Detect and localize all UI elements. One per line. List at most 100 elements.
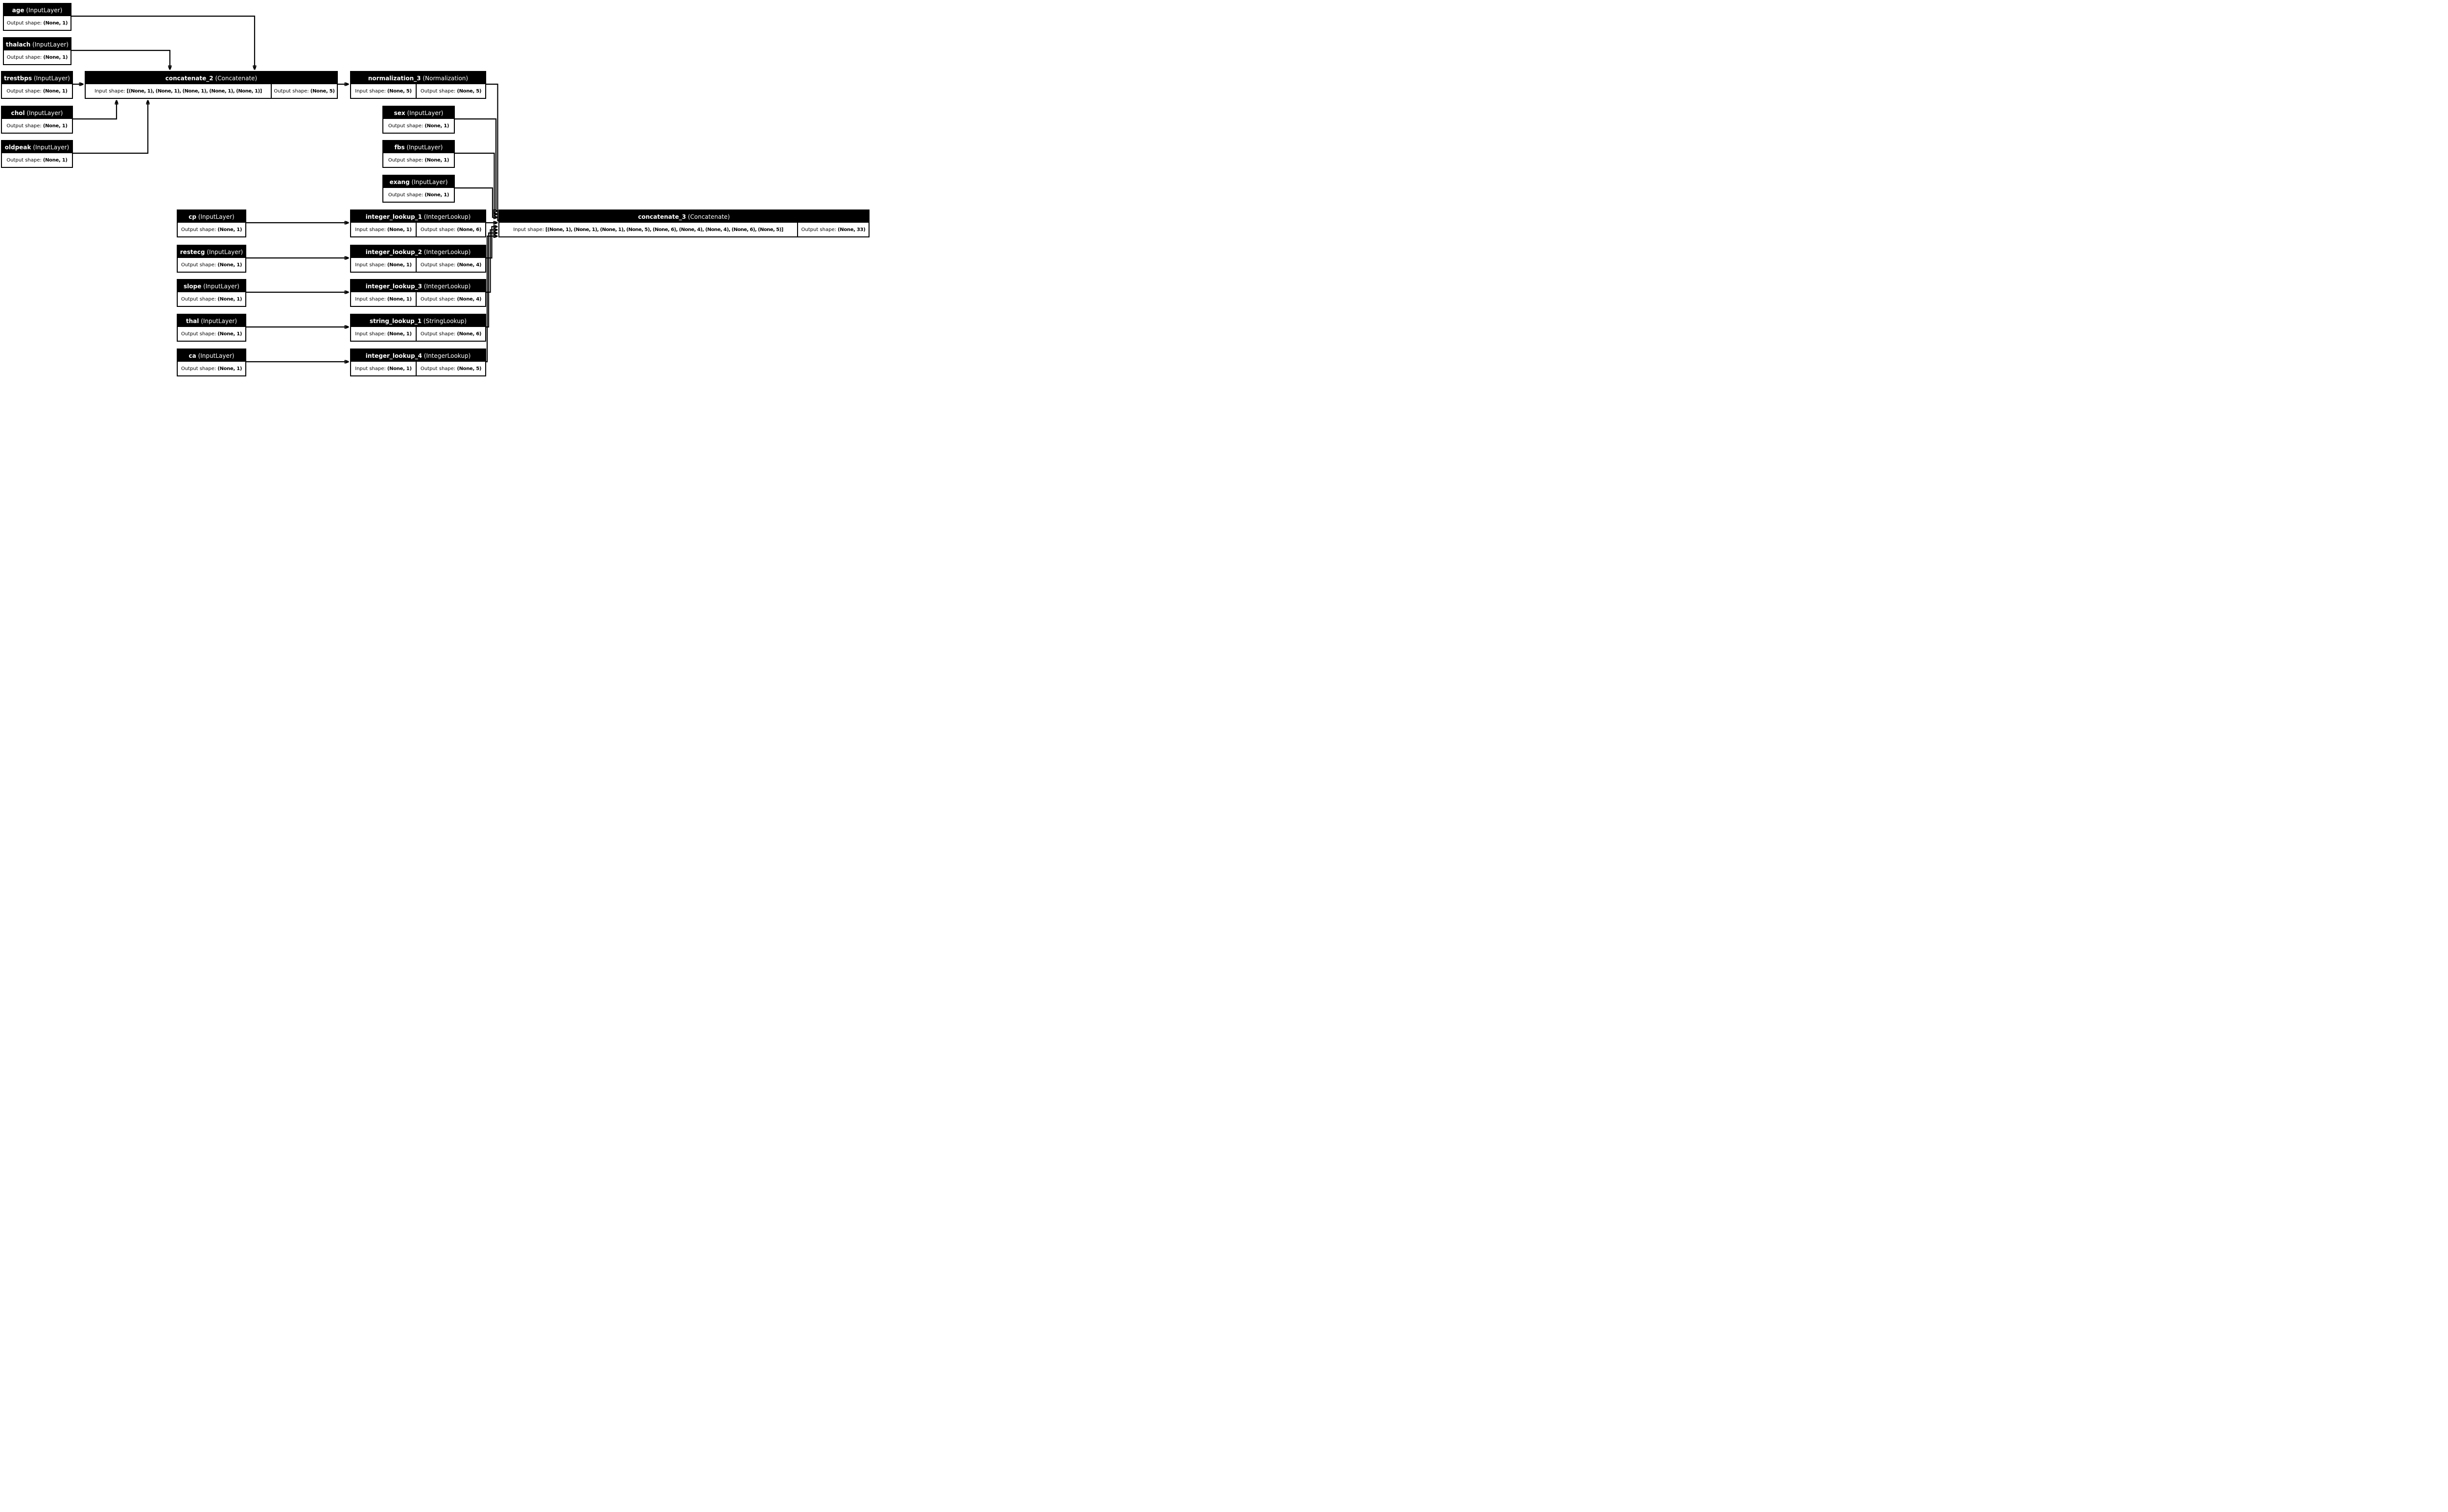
edge-oldpeak-concatenate_2 — [73, 100, 148, 154]
layer-type: (InputLayer) — [26, 109, 63, 116]
node-sex-output-shape: Output shape:(None, 1) — [383, 119, 454, 133]
layer-type: (InputLayer) — [411, 178, 448, 186]
node-integer_lookup_3-title: integer_lookup_3 (IntegerLookup) — [351, 280, 485, 292]
node-integer_lookup_2-output-shape: Output shape:(None, 4) — [417, 258, 485, 272]
node-sex: sex (InputLayer) Output shape:(None, 1) — [382, 106, 455, 134]
node-age-title: age (InputLayer) — [4, 4, 71, 16]
node-integer_lookup_1-output-shape: Output shape:(None, 6) — [417, 223, 485, 236]
node-integer_lookup_1-input-shape: Input shape:(None, 1) — [351, 223, 416, 236]
node-fbs: fbs (InputLayer) Output shape:(None, 1) — [382, 140, 455, 168]
node-ca-title: ca (InputLayer) — [178, 349, 245, 362]
node-trestbps-output-shape: Output shape:(None, 1) — [2, 84, 72, 98]
node-exang-title: exang (InputLayer) — [383, 176, 454, 188]
node-fbs-output-shape: Output shape:(None, 1) — [383, 153, 454, 167]
layer-type: (InputLayer) — [203, 282, 239, 290]
node-integer_lookup_1-title: integer_lookup_1 (IntegerLookup) — [351, 210, 485, 223]
layer-name: integer_lookup_2 — [365, 248, 422, 256]
node-thalach: thalach (InputLayer) Output shape:(None,… — [3, 37, 71, 65]
layer-name: fbs — [394, 143, 405, 151]
node-normalization_3-title: normalization_3 (Normalization) — [351, 72, 485, 84]
node-integer_lookup_3: integer_lookup_3 (IntegerLookup) Input s… — [350, 279, 486, 307]
node-normalization_3-output-shape: Output shape:(None, 5) — [417, 84, 485, 98]
node-concatenate_2-title: concatenate_2 (Concatenate) — [86, 72, 337, 84]
layer-name: oldpeak — [4, 143, 31, 151]
edge-integer_lookup_2-concatenate_3 — [486, 227, 497, 259]
node-trestbps-title: trestbps (InputLayer) — [2, 72, 72, 84]
node-exang-output-shape: Output shape:(None, 1) — [383, 188, 454, 202]
layer-name: concatenate_2 — [165, 74, 213, 82]
node-restecg: restecg (InputLayer) Output shape:(None,… — [177, 245, 246, 273]
layer-name: age — [12, 6, 24, 14]
edge-thalach-concatenate_2 — [71, 49, 170, 70]
node-thal-title: thal (InputLayer) — [178, 315, 245, 327]
node-exang: exang (InputLayer) Output shape:(None, 1… — [382, 175, 455, 203]
node-chol-output-shape: Output shape:(None, 1) — [2, 119, 72, 133]
layer-name: integer_lookup_3 — [365, 282, 422, 290]
layer-name: string_lookup_1 — [369, 317, 422, 325]
layer-name: integer_lookup_1 — [365, 213, 422, 220]
layer-type: (IntegerLookup) — [424, 352, 471, 359]
layer-type: (InputLayer) — [201, 317, 237, 325]
node-concatenate_2-input-shape: Input shape:[(None, 1), (None, 1), (None… — [86, 84, 271, 98]
layer-type: (InputLayer) — [33, 74, 70, 82]
node-slope: slope (InputLayer) Output shape:(None, 1… — [177, 279, 246, 307]
edge-layer — [71, 15, 871, 378]
node-concatenate_3-title: concatenate_3 (Concatenate) — [499, 210, 869, 223]
layer-type: (IntegerLookup) — [424, 248, 471, 256]
layer-name: chol — [11, 109, 25, 116]
node-sex-title: sex (InputLayer) — [383, 107, 454, 119]
node-concatenate_3-input-shape: Input shape:[(None, 1), (None, 1), (None… — [499, 223, 797, 236]
node-integer_lookup_4-input-shape: Input shape:(None, 1) — [351, 362, 416, 375]
layer-name: thalach — [6, 41, 31, 48]
node-age-output-shape: Output shape:(None, 1) — [4, 16, 71, 30]
node-integer_lookup_4-output-shape: Output shape:(None, 5) — [417, 362, 485, 375]
layer-type: (InputLayer) — [26, 6, 63, 14]
node-oldpeak-title: oldpeak (InputLayer) — [2, 141, 72, 153]
layer-type: (Concatenate) — [687, 213, 730, 220]
node-ca: ca (InputLayer) Output shape:(None, 1) — [177, 349, 246, 376]
node-integer_lookup_4: integer_lookup_4 (IntegerLookup) Input s… — [350, 349, 486, 376]
node-cp: cp (InputLayer) Output shape:(None, 1) — [177, 209, 246, 237]
layer-name: thal — [186, 317, 199, 325]
node-cp-title: cp (InputLayer) — [178, 210, 245, 223]
layer-type: (InputLayer) — [407, 109, 444, 116]
node-integer_lookup_3-output-shape: Output shape:(None, 4) — [417, 292, 485, 306]
edge-chol-concatenate_2 — [73, 100, 117, 120]
layer-type: (InputLayer) — [406, 143, 443, 151]
node-thal: thal (InputLayer) Output shape:(None, 1) — [177, 314, 246, 342]
edge-integer_lookup_4-concatenate_3 — [486, 236, 497, 363]
node-string_lookup_1: string_lookup_1 (StringLookup) Input sha… — [350, 314, 486, 342]
layer-name: ca — [188, 352, 196, 359]
node-restecg-output-shape: Output shape:(None, 1) — [178, 258, 245, 272]
layer-name: trestbps — [4, 74, 32, 82]
node-ca-output-shape: Output shape:(None, 1) — [178, 362, 245, 375]
node-chol-title: chol (InputLayer) — [2, 107, 72, 119]
edge-normalization_3-concatenate_3 — [486, 83, 498, 221]
node-cp-output-shape: Output shape:(None, 1) — [178, 223, 245, 236]
node-integer_lookup_3-input-shape: Input shape:(None, 1) — [351, 292, 416, 306]
node-restecg-title: restecg (InputLayer) — [178, 246, 245, 258]
layer-type: (IntegerLookup) — [424, 213, 471, 220]
layer-name: concatenate_3 — [638, 213, 686, 220]
layer-type: (InputLayer) — [198, 213, 235, 220]
layer-name: slope — [184, 282, 202, 290]
layer-name: restecg — [180, 248, 205, 256]
node-age: age (InputLayer) Output shape:(None, 1) — [3, 3, 71, 31]
node-normalization_3: normalization_3 (Normalization) Input sh… — [350, 71, 486, 99]
node-integer_lookup_2-input-shape: Input shape:(None, 1) — [351, 258, 416, 272]
edge-age-concatenate_2 — [71, 15, 255, 70]
layer-type: (InputLayer) — [207, 248, 243, 256]
layer-name: cp — [188, 213, 196, 220]
node-concatenate_2: concatenate_2 (Concatenate) Input shape:… — [85, 71, 338, 99]
node-slope-output-shape: Output shape:(None, 1) — [178, 292, 245, 306]
node-string_lookup_1-input-shape: Input shape:(None, 1) — [351, 327, 416, 341]
node-thalach-output-shape: Output shape:(None, 1) — [4, 50, 71, 64]
layer-type: (StringLookup) — [423, 317, 467, 325]
layer-name: sex — [394, 109, 405, 116]
node-thal-output-shape: Output shape:(None, 1) — [178, 327, 245, 341]
node-integer_lookup_4-title: integer_lookup_4 (IntegerLookup) — [351, 349, 485, 362]
node-normalization_3-input-shape: Input shape:(None, 5) — [351, 84, 416, 98]
node-integer_lookup_1: integer_lookup_1 (IntegerLookup) Input s… — [350, 209, 486, 237]
node-fbs-title: fbs (InputLayer) — [383, 141, 454, 153]
edge-fbs-concatenate_3 — [455, 152, 497, 214]
